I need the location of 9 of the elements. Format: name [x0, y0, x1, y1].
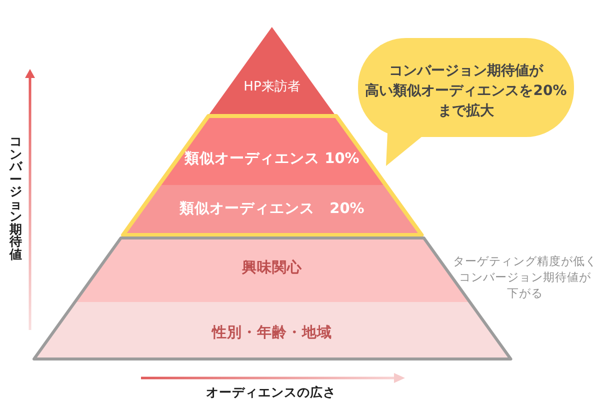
tier-label: HP来訪者	[244, 78, 300, 96]
tier-label: 類似オーディエンス 20%	[180, 200, 364, 218]
note-text: ターゲティング精度が低くコンバージョン期待値が下がる	[452, 253, 598, 301]
axis-label: コンバージョン期待値	[9, 136, 22, 260]
tier-label: 興味関心	[242, 258, 302, 278]
axis-label: オーディエンスの広さ	[206, 384, 336, 401]
tier-label: 類似オーディエンス 10%	[184, 150, 360, 168]
bubble-text: コンバージョン期待値が高い類似オーディエンスを20%まで拡大	[365, 62, 567, 121]
tier-label: 性別・年齢・地域	[212, 324, 332, 342]
